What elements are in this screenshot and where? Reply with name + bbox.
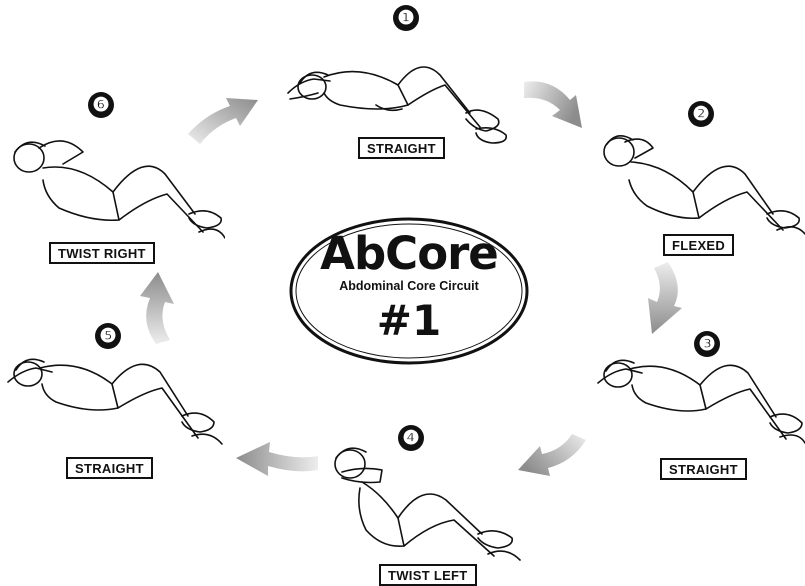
arrow-5-to-6 <box>140 272 174 344</box>
arrow-1-to-2 <box>524 81 582 128</box>
arrow-2-to-3 <box>648 262 682 334</box>
arrow-3-to-4 <box>518 434 586 476</box>
arrow-4-to-5 <box>236 442 318 476</box>
arrow-6-to-1 <box>188 98 258 144</box>
